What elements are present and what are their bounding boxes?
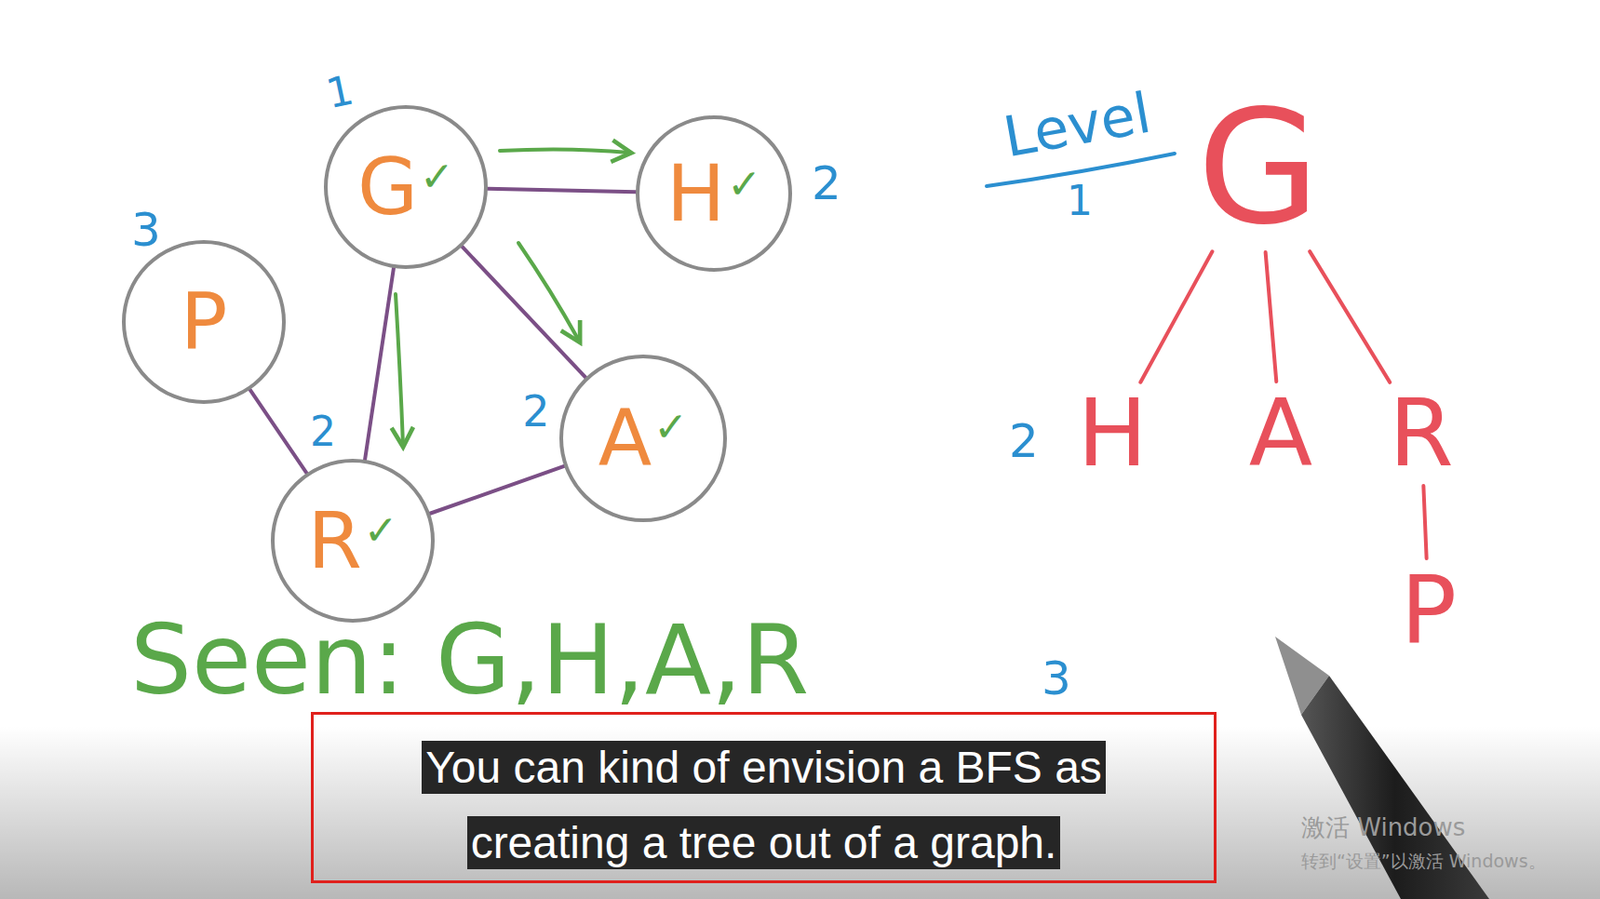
node-content: A✓: [559, 354, 727, 523]
tree-node: H: [1076, 387, 1147, 481]
tree-node: A: [1249, 387, 1313, 481]
subtitle: You can kind of envision a BFS as creati…: [421, 740, 1106, 870]
visited-check: ✓: [726, 163, 762, 205]
graph-edge: [461, 246, 586, 378]
level-heading: Level: [999, 84, 1155, 166]
graph-node: R✓: [270, 458, 435, 623]
level-number: 1: [1066, 180, 1093, 222]
visit-arrow: [518, 242, 579, 341]
graph-edge: [430, 466, 565, 514]
callout-number: 3: [131, 206, 162, 254]
tree-edge: [1140, 251, 1212, 382]
node-content: P: [121, 240, 286, 404]
callout-number: 2: [811, 160, 842, 207]
tree-edge: [1265, 252, 1278, 382]
circle-outline: [637, 117, 791, 270]
circle-outline: [325, 107, 486, 268]
circle-outline: [561, 356, 726, 521]
tree-node: P: [1400, 564, 1457, 658]
caption-area: You can kind of envision a BFS as creati…: [391, 735, 1137, 887]
visited-check: ✓: [653, 406, 688, 448]
visited-check: ✓: [363, 510, 399, 552]
node-letter: G: [357, 147, 418, 227]
node-letter: A: [598, 399, 652, 478]
tree-node: R: [1388, 387, 1453, 481]
level-number: 3: [1041, 655, 1072, 702]
tree-letter: R: [1388, 387, 1453, 481]
circle-outline: [272, 460, 433, 621]
callout-number: 2: [309, 411, 337, 453]
tree-letter: P: [1400, 564, 1457, 658]
visit-arrow: [499, 148, 630, 153]
tree-letter: H: [1076, 387, 1147, 481]
callout-number: 2: [522, 389, 550, 433]
graph-node: G✓: [323, 105, 488, 269]
tree-letter: A: [1249, 387, 1313, 481]
tree-node: G: [1196, 88, 1320, 247]
node-letter: H: [666, 154, 726, 233]
node-letter: R: [307, 501, 362, 580]
tree-edge: [1309, 251, 1390, 383]
watermark: 激活 Windows: [1301, 815, 1466, 840]
node-letter: P: [180, 282, 229, 362]
tree-letter: G: [1196, 88, 1320, 247]
graph-edge: [250, 389, 308, 474]
graph-node: H✓: [635, 115, 793, 272]
graph-edge: [487, 188, 636, 192]
graph-node: P: [121, 240, 286, 404]
visit-arrow: [395, 294, 404, 445]
graph-edge: [364, 268, 394, 460]
tree-edge: [1423, 485, 1426, 559]
node-content: G✓: [323, 105, 488, 269]
node-content: H✓: [635, 115, 793, 272]
seen-list: Seen: G,H,A,R: [130, 611, 809, 709]
caption-frame: You can kind of envision a BFS as creati…: [310, 712, 1217, 884]
callout-number: 1: [322, 69, 358, 116]
watermark: 转到“设置”以激活 Windows。: [1301, 852, 1547, 871]
circle-outline: [123, 242, 284, 403]
node-content: R✓: [270, 458, 435, 623]
visited-check: ✓: [419, 156, 455, 198]
level-number: 2: [1008, 417, 1039, 465]
graph-node: A✓: [559, 354, 727, 523]
